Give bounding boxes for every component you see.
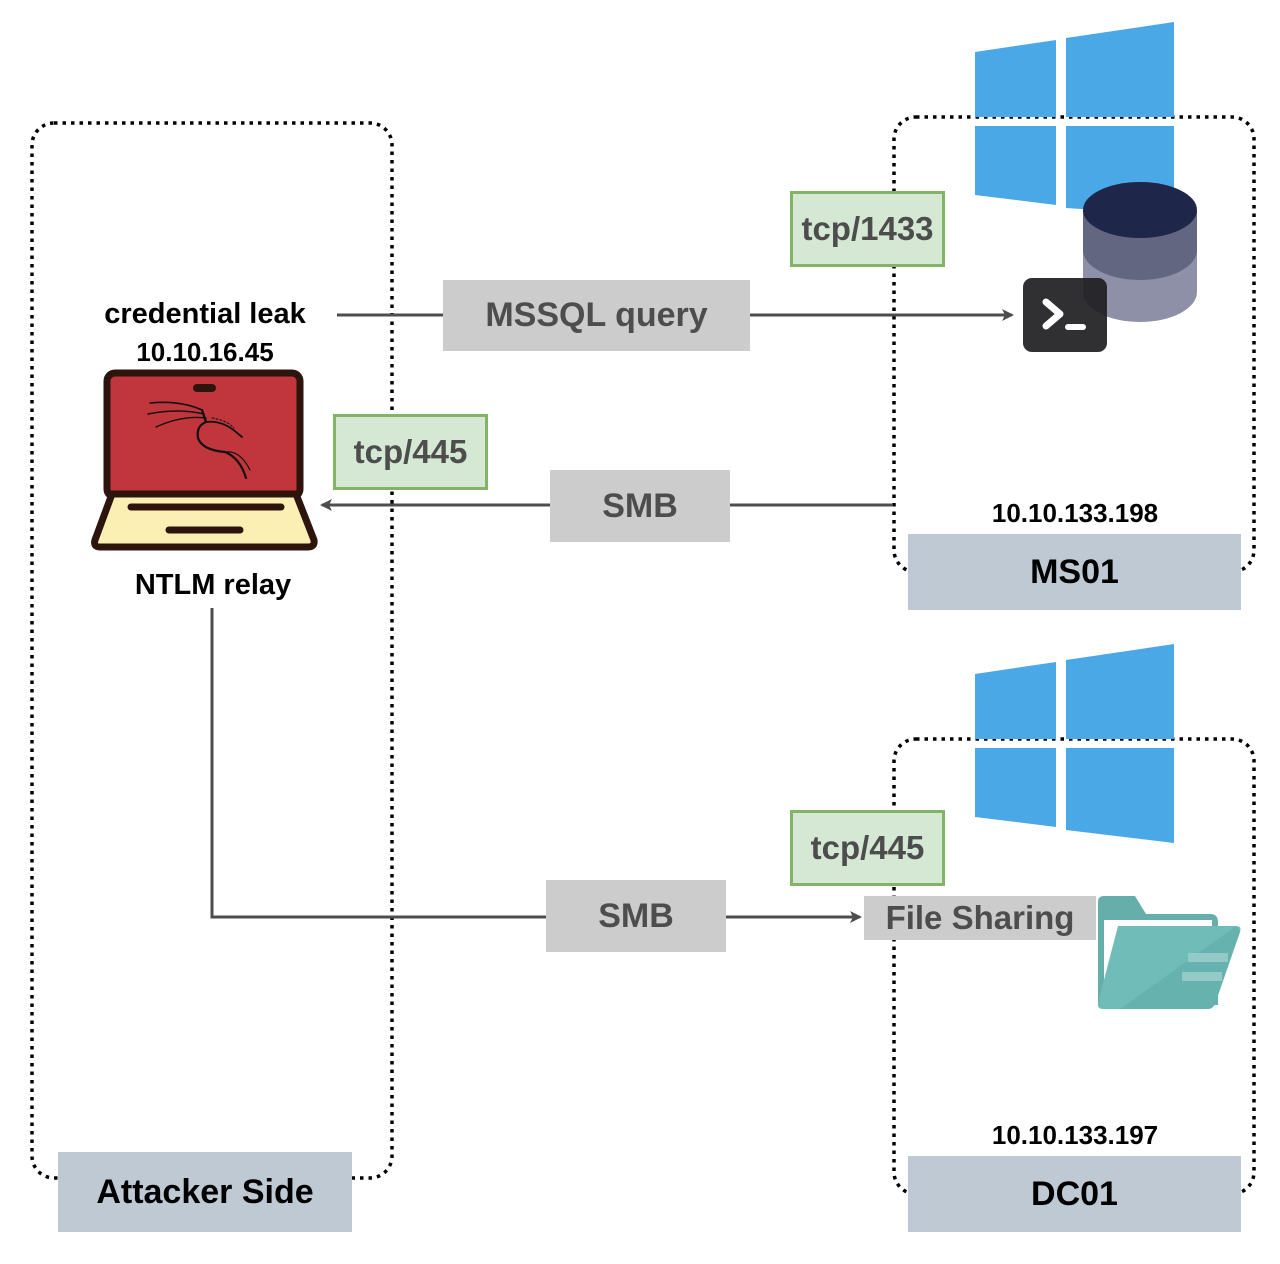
tcp-445-dc-port-label: tcp/445 bbox=[790, 810, 945, 886]
smb-return-label: SMB bbox=[550, 470, 730, 542]
attacker-ip-label: 10.10.16.45 bbox=[136, 337, 274, 367]
attacker-zone-label: Attacker Side bbox=[58, 1152, 352, 1232]
credential-leak-label: credential leak bbox=[104, 298, 306, 330]
smb-relay-line-left bbox=[210, 608, 546, 919]
file-sharing-label: File Sharing bbox=[864, 896, 1096, 940]
dc01-ip-label: 10.10.133.197 bbox=[991, 1120, 1159, 1150]
smb-relay-label: SMB bbox=[546, 880, 726, 952]
mssql-query-label: MSSQL query bbox=[443, 280, 750, 351]
tcp-1433-port-label: tcp/1433 bbox=[790, 191, 945, 267]
tcp-445-return-port-label: tcp/445 bbox=[333, 414, 488, 490]
windows-logo-icon bbox=[975, 644, 1174, 843]
folder-icon bbox=[1097, 896, 1241, 1009]
ms01-zone-label: MS01 bbox=[908, 534, 1241, 610]
ntlm-relay-label: NTLM relay bbox=[134, 569, 292, 601]
dc01-zone-label: DC01 bbox=[908, 1156, 1241, 1232]
ms01-ip-label: 10.10.133.198 bbox=[991, 498, 1159, 528]
kali-laptop-icon bbox=[91, 369, 318, 551]
terminal-icon bbox=[1023, 278, 1107, 352]
database-icon bbox=[1083, 182, 1197, 322]
